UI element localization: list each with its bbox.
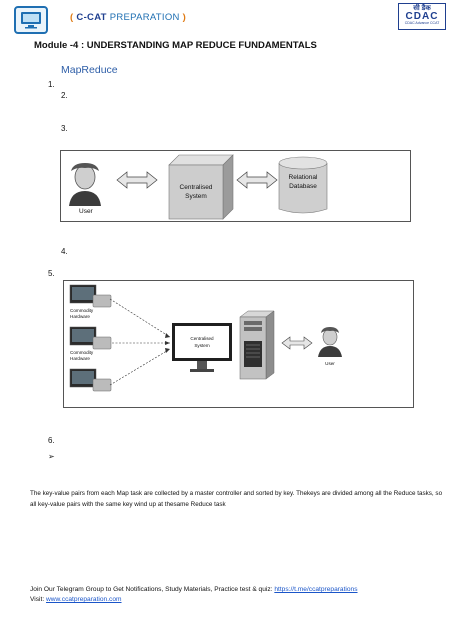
list-number-5: 5. [48,269,55,278]
footer: Join Our Telegram Group to Get Notificat… [30,585,460,605]
footer-visit-text: Visit: [30,596,47,603]
centralised-label-line1: Centralised [180,184,213,191]
monitor-icon [172,323,232,372]
double-arrow-icon [236,171,278,189]
module-title: Module -4 : UNDERSTANDING MAP REDUCE FUN… [34,40,317,51]
user-label: User [79,208,94,215]
brand-name-bold: C-CAT [76,12,107,23]
commodity-label-line2: Hardware [70,314,90,319]
commodity-label-line2: Hardware [70,356,90,361]
ccat-logo-icon [14,6,48,34]
centralised-system-diagram: User Centralised System Relational Datab… [60,150,411,222]
list-number-6: 6. [48,436,55,445]
server-icon [239,310,275,380]
database-icon [278,156,328,214]
brand-title: ( C-CAT PREPARATION ) [70,12,186,23]
commodity-label-line1: Commodity [70,350,94,355]
monitor-icon [21,12,41,29]
telegram-link[interactable]: https://t.me/ccatpreparations [274,586,358,593]
user-icon [318,327,342,357]
centralised-system-box [168,154,234,220]
double-arrow-icon [116,171,158,189]
commodity-hardware-icon [69,284,112,308]
cdac-logo: सी डैक CDAC CDAC Advance CCAT [398,3,446,30]
footer-line-2: Visit: www.ccatpreparation.com [30,595,460,605]
brand-open-bracket: ( [70,12,74,23]
database-label-line2: Database [289,183,317,190]
cdac-logo-text: CDAC [405,11,439,22]
commodity-label-line1: Commodity [70,308,94,313]
centralised-label-line2: System [185,193,207,200]
commodity-hardware-icon [69,368,112,392]
list-number-2: 2. [61,91,68,100]
bullet-arrow-icon: ➢ [48,452,55,461]
website-link[interactable]: www.ccatpreparation.com [46,596,122,603]
user-label: User [325,361,335,366]
body-paragraph: The key-value pairs from each Map task a… [30,490,443,508]
brand-name-rest: PREPARATION [109,12,180,23]
user-icon [69,163,101,206]
footer-telegram-text: Join Our Telegram Group to Get Notificat… [30,586,275,593]
list-number-4: 4. [61,247,68,256]
centralised-label-line1: Centralised [190,336,214,341]
brand-close-bracket: ) [182,12,187,23]
double-arrow-icon [281,336,313,350]
connection-arrows [109,298,171,386]
database-label-line1: Relational [289,174,318,181]
list-number-1: 1. [48,80,55,89]
cdac-logo-hindi: सी डैक [413,5,431,12]
list-number-3: 3. [61,124,68,133]
section-title: MapReduce [61,64,118,76]
centralised-label-line2: System [194,343,209,348]
footer-line-1: Join Our Telegram Group to Get Notificat… [30,585,460,595]
commodity-hardware-icon [69,326,112,350]
commodity-hardware-diagram: Commodity Hardware Commodity Hardware [63,280,414,408]
cdac-logo-sub: CDAC Advance CCAT [404,21,440,25]
